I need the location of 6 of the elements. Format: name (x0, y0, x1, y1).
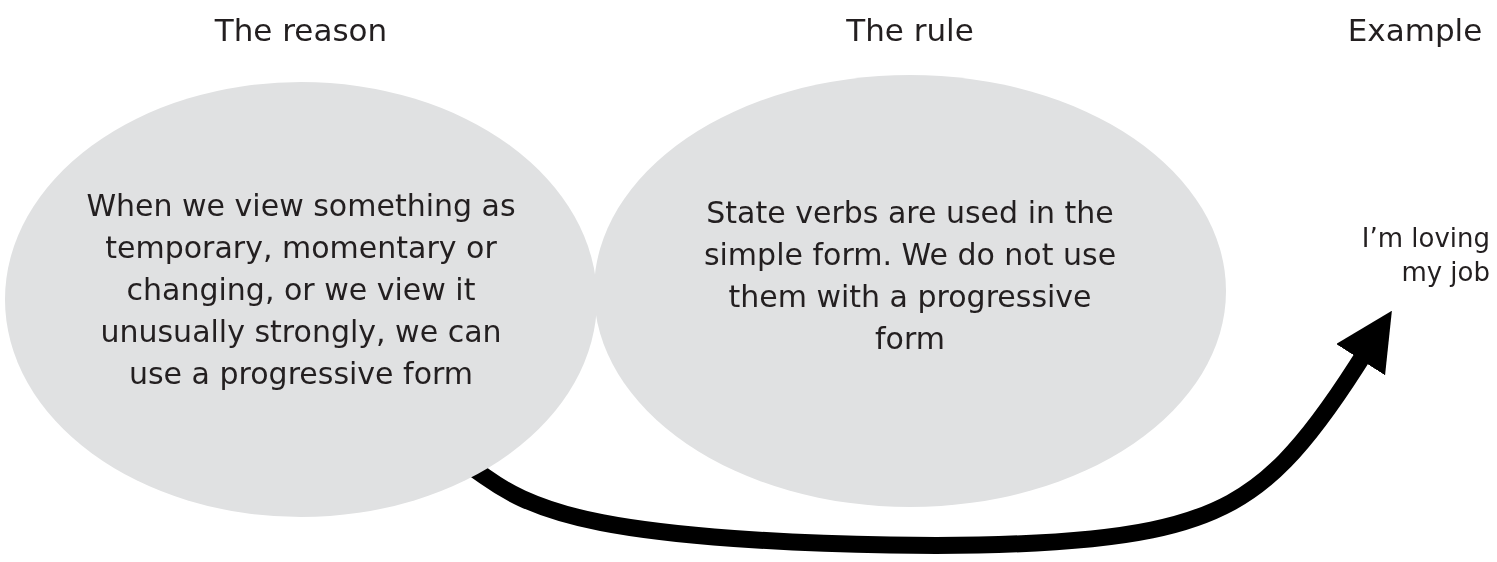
column-heading: The reason (214, 12, 388, 48)
body-text: When we view something as temporary, momentary or changing, or we view it unusually strongly, we can use a progressive form (86, 186, 516, 393)
body-text: State verbs are used in the simple form. We do not use them with a progressive form (702, 194, 1118, 358)
example-text: I’m loving my job (1360, 222, 1490, 289)
column-heading: Example (1347, 12, 1483, 48)
column-heading: The rule (846, 12, 974, 48)
